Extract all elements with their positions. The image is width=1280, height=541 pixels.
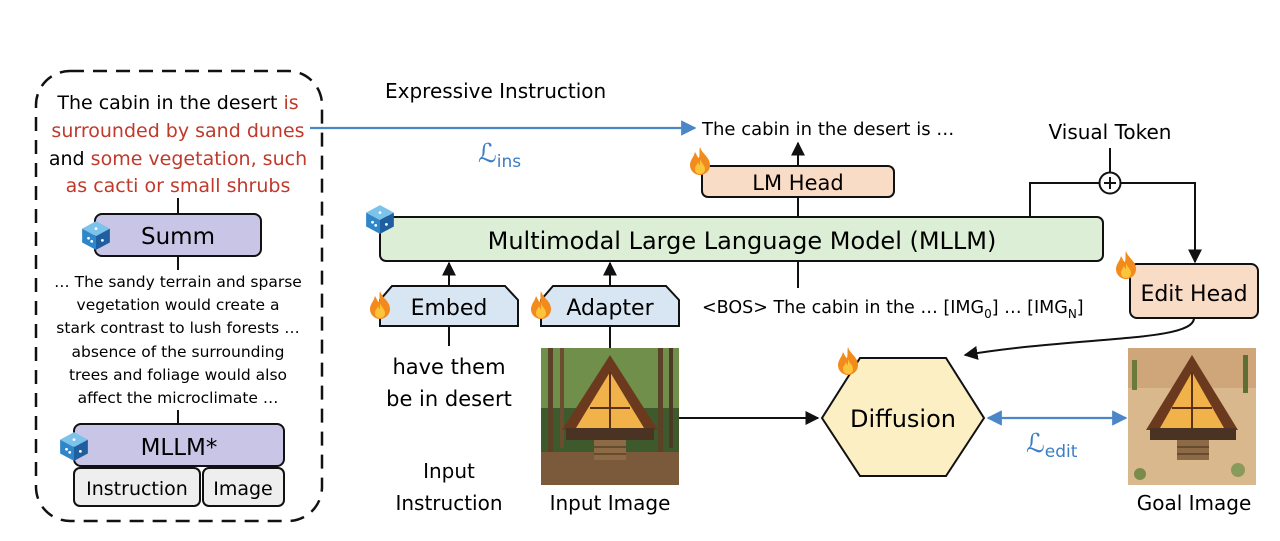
input-instruction-line2: be in desert	[386, 387, 512, 411]
expressive-text-line3: and some vegetation, such	[49, 148, 307, 170]
reasoning-line-6: affect the microclimate …	[78, 389, 279, 407]
embed-label: Embed	[411, 296, 488, 321]
lm-head-label: LM Head	[752, 171, 843, 195]
image-box	[202, 467, 285, 507]
input-instruction-caption1: Input	[423, 459, 475, 483]
diffusion-label: Diffusion	[850, 405, 956, 433]
instruction-box	[73, 467, 201, 507]
expressive-instruction-title: Expressive Instruction	[385, 79, 606, 103]
instruction-label: Instruction	[86, 478, 188, 500]
mllm-label: Multimodal Large Language Model (MLLM)	[488, 227, 997, 255]
edit-head-label: Edit Head	[1140, 282, 1247, 307]
expressive-text-line1: The cabin in the desert is	[56, 92, 298, 114]
expressive-text-line2: surrounded by sand dunes	[51, 120, 304, 142]
mllm-star-label: MLLM*	[141, 435, 218, 461]
reasoning-line-1: … The sandy terrain and sparse	[54, 273, 302, 291]
trainable-flame-icon	[838, 347, 858, 375]
reasoning-panel	[34, 69, 324, 523]
goal-image	[1128, 348, 1256, 485]
reasoning-line-4: absence of the surrounding	[72, 343, 285, 361]
reasoning-line-5: trees and foliage would also	[69, 366, 287, 384]
adapter-label: Adapter	[566, 296, 654, 321]
visual-token-label: Visual Token	[1049, 120, 1172, 144]
goal-image-caption: Goal Image	[1137, 491, 1252, 515]
input-instruction-line1: have them	[392, 355, 505, 379]
loss-ins: ℒins	[478, 139, 521, 172]
input-image-caption: Input Image	[550, 491, 671, 515]
input-image	[541, 348, 679, 485]
cabin-output-text: The cabin in the desert is …	[701, 119, 954, 140]
reasoning-line-3: stark contrast to lush forests …	[56, 319, 299, 337]
trainable-flame-icon	[1116, 251, 1136, 279]
mllm-box	[379, 216, 1104, 262]
reasoning-line-2: vegetation would create a	[77, 296, 280, 314]
image-label: Image	[213, 478, 273, 500]
diffusion-block	[820, 357, 986, 477]
loss-edit: ℒedit	[1026, 429, 1078, 462]
input-instruction-caption2: Instruction	[395, 491, 502, 515]
summ-label: Summ	[141, 224, 215, 250]
expressive-text-line4: as cacti or small shrubs	[66, 175, 291, 197]
bos-token-sequence: <BOS> The cabin in the … [IMG0] … [IMGN]	[702, 298, 1084, 321]
trainable-flame-icon	[690, 147, 710, 175]
